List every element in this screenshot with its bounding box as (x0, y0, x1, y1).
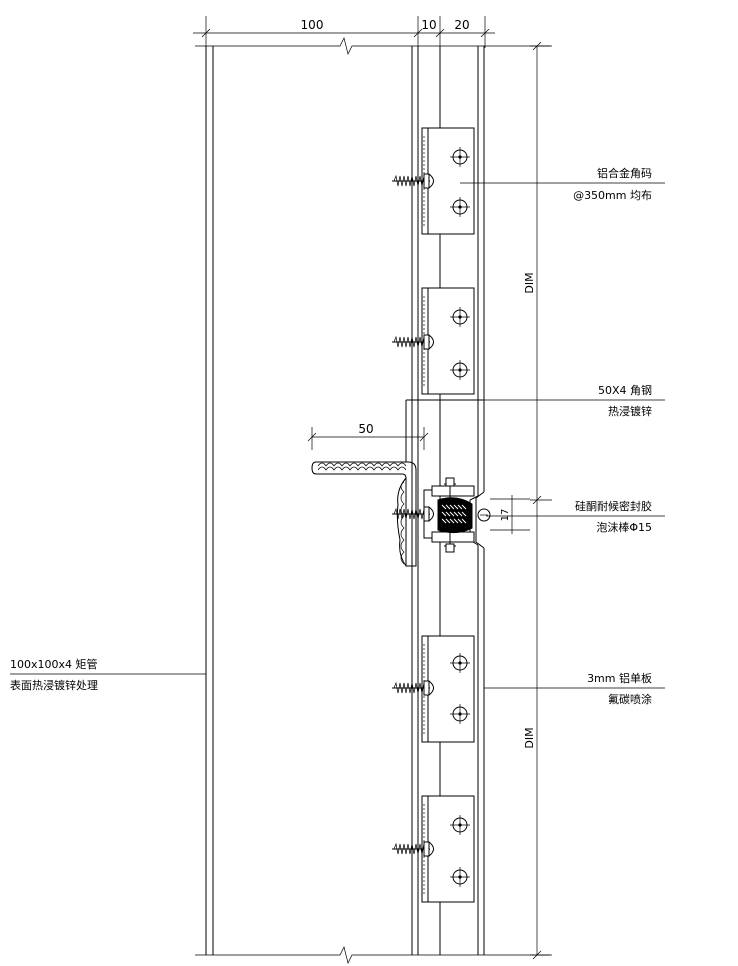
corner-bracket (421, 127, 475, 235)
anchor-screw (392, 680, 434, 696)
anchor-screw (392, 334, 434, 350)
right-dimension-line: DIM DIM (523, 41, 552, 960)
steel-tube (205, 46, 419, 955)
label-tube-finish: 表面热浸镀锌处理 (10, 678, 98, 692)
break-line-top (195, 36, 550, 56)
dim-tube-width: 100 (301, 18, 324, 32)
dim-upper: DIM (523, 272, 536, 293)
leader-lines (10, 182, 665, 689)
label-panel-coating: 氟碳喷涂 (608, 692, 652, 706)
corner-bracket (421, 287, 475, 395)
anchor-screw (392, 841, 434, 857)
label-sealant: 硅酮耐候密封胶 (575, 499, 652, 513)
dim-gap: 10 (421, 18, 436, 32)
label-angle-steel: 50X4 角钢 (598, 384, 652, 397)
anchor-screw (392, 506, 434, 522)
break-line-bottom (195, 945, 550, 965)
label-foam-rod: 泡沫棒Φ15 (596, 520, 652, 534)
anchor-screw (392, 173, 434, 189)
dim-lower: DIM (523, 727, 536, 748)
corner-bracket (421, 635, 475, 743)
top-dimension-chain: 100 10 20 (193, 16, 495, 48)
label-corner-bracket: 铝合金角码 (597, 166, 652, 180)
annotation-labels: 铝合金角码 @350mm 均布 50X4 角钢 热浸镀锌 硅酮耐候密封胶 泡沫棒… (10, 166, 652, 706)
angle-steel: 50 (307, 399, 484, 567)
label-aluminum-panel: 3mm 铝单板 (587, 671, 652, 685)
dim-joint-gap: 17 (500, 509, 511, 522)
dim-angle-leg: 50 (358, 422, 373, 436)
sealant-joint: 17 (423, 477, 530, 553)
label-corner-bracket-spacing: @350mm 均布 (573, 189, 652, 202)
sealant-bead (437, 497, 473, 534)
dim-panel: 20 (454, 18, 469, 32)
label-angle-steel-finish: 热浸镀锌 (608, 404, 652, 418)
label-steel-tube: 100x100x4 矩管 (10, 657, 98, 671)
